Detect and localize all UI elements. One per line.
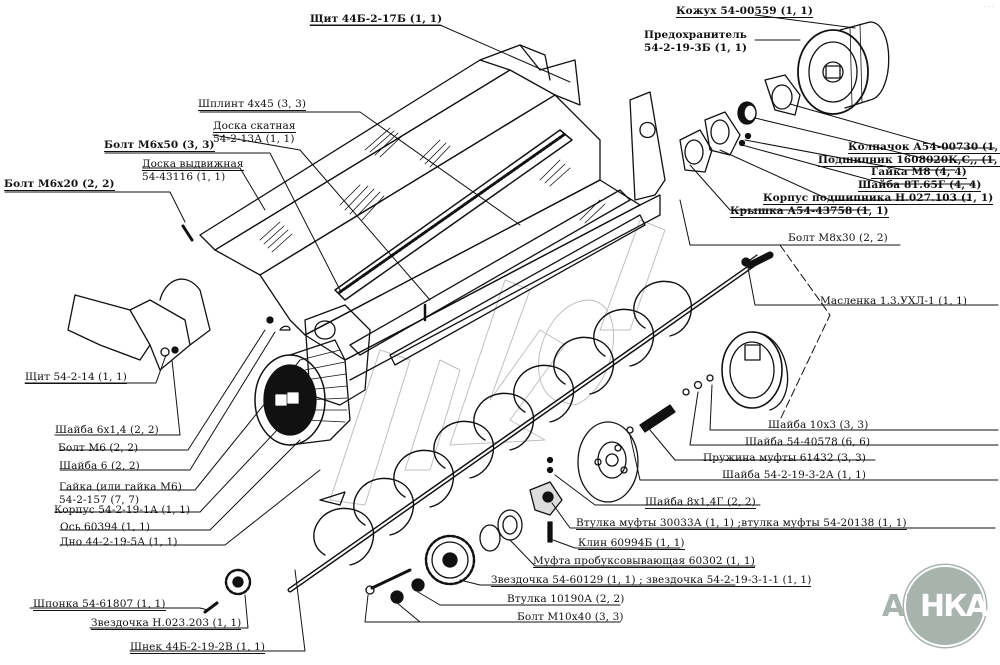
cap-a54-00730 xyxy=(764,74,801,116)
label-bolt-m8x30: Болт М8х30 (2, 2) xyxy=(788,232,888,244)
small-bolts xyxy=(181,224,427,331)
leader-lines xyxy=(4,14,999,652)
label-shield-54-2-14: Щит 54-2-14 (1, 1) xyxy=(25,371,127,384)
label-washer-8x14: Шайба 8х1,4Г (2, 2) xyxy=(645,496,756,509)
label-washer-6x14: Шайба 6х1,4 (2, 2) xyxy=(55,424,159,436)
label-slip-clutch: Муфта пробуксовывающая 60302 (1, 1) xyxy=(533,555,755,568)
label-nut-line1: Гайка (или гайка М6) xyxy=(59,481,182,493)
label-housing: Корпус 54-2-19-1А (1, 1) xyxy=(54,504,191,516)
label-chute-board-line2: 54-2-13А (1, 1) xyxy=(213,133,295,145)
bearing-housing xyxy=(704,111,741,156)
clutch-bushing xyxy=(529,456,563,543)
label-bottom: Дно 44-2-19-5А (1, 1) xyxy=(60,536,178,548)
label-sprocket-n023: Звездочка Н.023.203 (1, 1) xyxy=(91,617,242,630)
logo-circle xyxy=(904,565,986,647)
label-grease-fitting: Масленка 1.3.УХЛ-1 (1, 1) xyxy=(820,295,968,307)
label-bolt-m6x20: Болт М6х20 (2, 2) xyxy=(4,178,115,191)
label-washer-54-2-19: Шайба 54-2-19-3-2А (1, 1) xyxy=(722,469,867,481)
hatching xyxy=(259,127,606,253)
cover-a54-43758 xyxy=(679,129,752,173)
label-washer-54-40578: Шайба 54-40578 (6, 6) xyxy=(745,436,871,448)
clutch-disc xyxy=(577,421,639,503)
grease-fitting xyxy=(741,254,758,267)
label-washer-10x3: Шайба 10х3 (3, 3) xyxy=(768,419,869,431)
chute-board xyxy=(349,189,646,366)
perforated-board xyxy=(334,129,573,301)
label-clutch-spring: Пружина муфты 61432 (3, 3) xyxy=(703,452,866,464)
label-bolt-m6x50: Болт М6х50 (3, 3) xyxy=(104,139,215,152)
label-clutch-bushing: Втулка муфты 30033А (1, 1) ;втулка муфты… xyxy=(576,517,907,530)
label-casing: Кожух 54-00559 (1, 1) xyxy=(676,5,813,18)
sprocket-54-60129 xyxy=(424,534,476,586)
casing-54-00559 xyxy=(797,21,890,115)
label-washer-8t: Шайба 8Т.65Г (4, 4) xyxy=(858,179,982,192)
label-bearing-housing: Корпус подшипника Н.027.103 (1, 1) xyxy=(763,192,994,205)
label-sliding-board-line1: Доска выдвижная xyxy=(142,158,244,171)
label-auger: Шнек 44Б-2-19-2В (1, 1) xyxy=(130,641,266,654)
label-cap: Колпачок А54-00730 (1, 1) xyxy=(848,141,1000,154)
key-54-61807 xyxy=(203,601,219,614)
shield-44b-2-17b xyxy=(199,44,666,381)
shaft-tip xyxy=(319,491,346,506)
label-key: Шпонка 54-61807 (1, 1) xyxy=(33,598,166,611)
label-bushing-10190a: Втулка 10190А (2, 2) xyxy=(507,593,625,605)
label-shield-44b: Щит 44Б-2-17Б (1, 1) xyxy=(310,13,443,26)
agronka-logo: АГРО НКА xyxy=(882,565,1000,665)
label-bearing: Подшипник 1608020К,С,, (1, 1) xyxy=(818,154,1000,167)
bolt-m10x40 xyxy=(365,568,425,604)
label-cover: Крышка А54-43758 (1, 1) xyxy=(730,205,889,218)
corner-mark: · · · xyxy=(984,4,995,11)
logo-text-left: АГРО xyxy=(882,589,969,624)
label-fuse-line2: 54-2-19-3Б (1, 1) xyxy=(644,42,748,54)
label-nut-line2: 54-2-157 (7, 7) xyxy=(59,494,140,506)
label-washer-6: Шайба 6 (2, 2) xyxy=(59,460,140,472)
label-cotter-pin: Шплинт 4х45 (3, 3) xyxy=(198,98,307,111)
slip-clutch-ring xyxy=(479,509,523,552)
auger-shaft xyxy=(287,251,774,593)
logo-text-right: НКА xyxy=(920,589,989,624)
label-nut-m8: Гайка М8 (4, 4) xyxy=(871,166,967,179)
label-sprocket-54: Звездочка 54-60129 (1, 1) ; звездочка 54… xyxy=(491,574,812,587)
shield-54-2-14 xyxy=(67,278,211,371)
label-sliding-board-line2: 54-43116 (1, 1) xyxy=(142,171,226,183)
label-wedge: Клин 60994Б (1, 1) xyxy=(578,537,685,550)
auger-flights xyxy=(313,280,692,566)
label-chute-board-line1: Доска скатная xyxy=(213,120,296,133)
label-fuse-line1: Предохранитель xyxy=(644,29,747,41)
drum-left xyxy=(254,339,351,446)
washers-and-spring xyxy=(626,374,714,434)
drum-right xyxy=(721,331,789,411)
sprocket-n023203 xyxy=(224,568,252,596)
label-bolt-m6: Болт М6 (2, 2) xyxy=(58,442,139,454)
label-axle: Ось 60394 (1, 1) xyxy=(60,521,151,533)
bearing-1608020 xyxy=(737,101,757,125)
label-bolt-m10x40: Болт М10х40 (3, 3) xyxy=(517,611,624,623)
